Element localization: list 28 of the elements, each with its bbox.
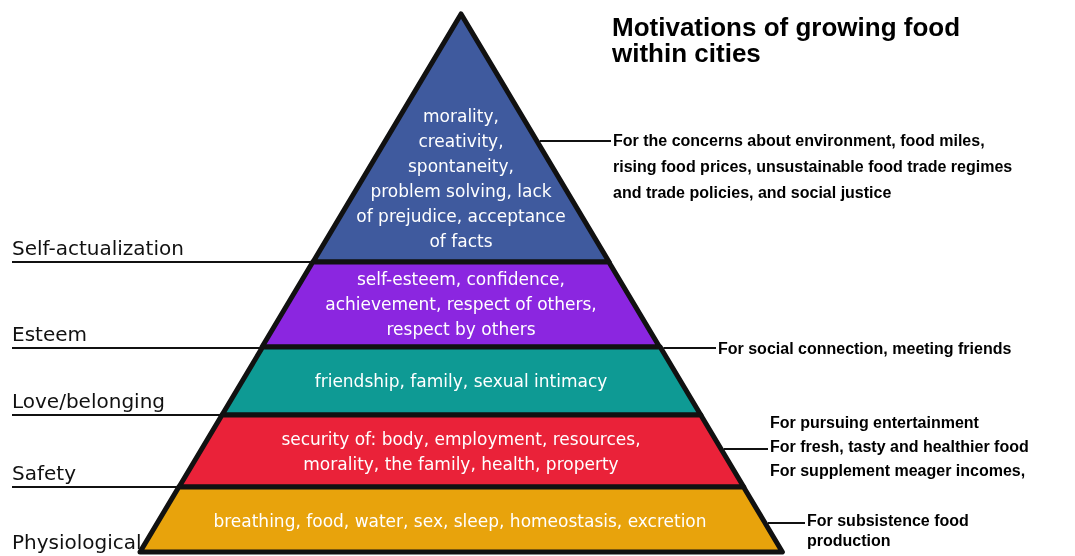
motivation-text: For the concerns about environment, food miles, rising food prices, unsustainable food trade regimes and trade policies, and social justice	[613, 128, 1013, 206]
level-label: Esteem	[12, 320, 87, 348]
leader-line	[11, 261, 313, 263]
pyramid-layer	[178, 415, 744, 487]
layer-text: self-esteem, confidence, achievement, respect of others, respect by others	[324, 268, 598, 341]
motivation-text: For pursuing entertainment	[770, 413, 980, 433]
layer-text: security of: body, employment, resources, morality, the family, health, property	[280, 428, 642, 476]
pyramid-layer	[262, 262, 660, 347]
motivation-text: For subsistence food production	[807, 511, 1027, 551]
pyramid-layer	[139, 487, 783, 552]
motivation-text: For supplement meager incomes,	[770, 461, 1027, 481]
pyramid-layer	[221, 347, 701, 415]
leader-line	[766, 522, 806, 524]
motivation-text: For social connection, meeting friends	[718, 336, 1068, 362]
level-label: Safety	[12, 459, 76, 487]
layer-text: breathing, food, water, sex, sleep, homeostasis, excretion	[212, 510, 708, 533]
level-label: Physiological	[12, 529, 142, 556]
layer-text: morality, creativity, spontaneity, problem solving, lack of prejudice, acceptance of facts	[355, 105, 567, 253]
leader-line	[538, 140, 612, 142]
leader-line	[662, 347, 717, 349]
level-label: Self-actualization	[12, 234, 184, 262]
leader-line	[11, 347, 262, 349]
layer-text: friendship, family, sexual intimacy	[313, 370, 609, 393]
motivation-text: For fresh, tasty and healthier food	[770, 437, 1030, 457]
leader-line	[722, 448, 769, 450]
pyramid-layer	[312, 14, 610, 262]
level-label: Love/belonging	[12, 387, 165, 415]
title: Motivations of growing food within cities	[612, 14, 962, 66]
